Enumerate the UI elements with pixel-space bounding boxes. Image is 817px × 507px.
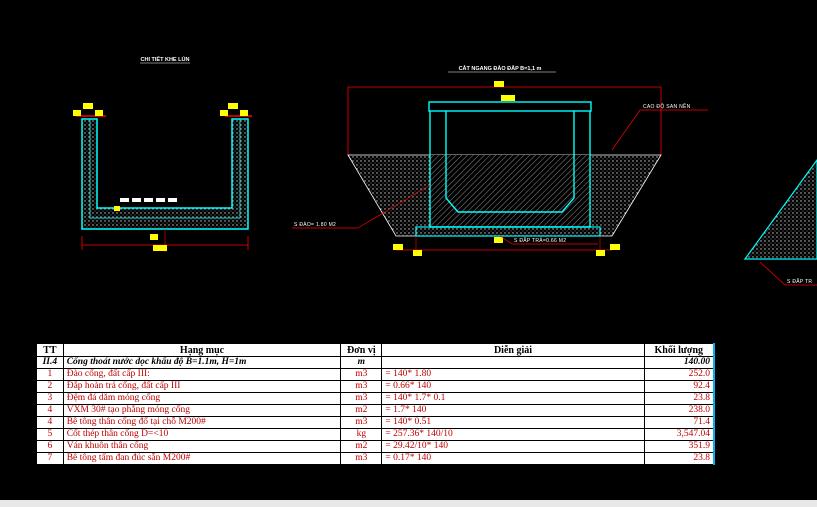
- cell-quantity: 23.8: [643, 452, 715, 465]
- header-tt: TT: [36, 343, 64, 357]
- cell-item: Cống thoát nước dọc khẩu độ B=1.1m, H=1m: [62, 356, 342, 369]
- cell-unit: m2: [340, 404, 383, 417]
- cell-item: Cốt thép thân cống D=<10: [62, 428, 342, 441]
- viewport-bottom-strip: [0, 500, 817, 507]
- detail-title: CHI TIẾT KHE LÚN: [141, 56, 190, 63]
- u-channel-detail: CHI TIẾT KHE LÚN: [73, 56, 252, 252]
- cell-explanation: = 140* 1.80: [381, 368, 645, 381]
- cell-item: Đào cống, đất cấp III:: [62, 368, 342, 381]
- header-unit: Đơn vị: [340, 343, 383, 357]
- cell-quantity: 238.0: [643, 404, 715, 417]
- cell-unit: m3: [340, 368, 383, 381]
- cell-item: Bê tông tấm đan đúc sẵn M200#: [62, 452, 342, 465]
- cell-item: Bê tông thân cống đổ tại chỗ M200#: [62, 416, 342, 429]
- cell-explanation: = 29.42/10* 140: [381, 440, 645, 453]
- callout-fill-area: S ĐẮP TRẢ=0.66 M2: [514, 236, 566, 244]
- table-row: 5 Cốt thép thân cống D=<10 kg = 257.36* …: [36, 428, 715, 441]
- cell-tt: II.4: [36, 356, 64, 369]
- table-row: 7 Bê tông tấm đan đúc sẵn M200# m3 = 0.1…: [36, 452, 715, 465]
- table-row: 4 Bê tông thân cống đổ tại chỗ M200# m3 …: [36, 416, 715, 429]
- cell-item: Đắp hoàn trả cống, đất cấp III: [62, 380, 342, 393]
- cell-tt: 4: [36, 416, 64, 429]
- cell-explanation: = 1.7* 140: [381, 404, 645, 417]
- cell-unit: kg: [340, 428, 383, 441]
- cell-quantity: 71.4: [643, 416, 715, 429]
- cell-quantity: 140.00: [643, 356, 715, 369]
- header-item: Hạng mục: [62, 343, 342, 357]
- cell-unit: m3: [340, 452, 383, 465]
- cell-unit: m3: [340, 380, 383, 393]
- cell-tt: 1: [36, 368, 64, 381]
- cross-section: CẮT NGANG ĐÀO ĐẮP B=1,1 m CAO ĐỘ SAN NỀN: [292, 64, 708, 256]
- cell-unit: m2: [340, 440, 383, 453]
- cell-quantity: 3,547.04: [643, 428, 715, 441]
- quantity-table: TT Hạng mục Đơn vị Diễn giải Khối lượng …: [36, 343, 715, 465]
- cell-tt: 4: [36, 404, 64, 417]
- cell-quantity: 351.9: [643, 440, 715, 453]
- cell-explanation: = 140* 0.51: [381, 416, 645, 429]
- table-row: 4 VXM 30# tạo phẳng móng cống m2 = 1.7* …: [36, 404, 715, 417]
- section-title: CẮT NGANG ĐÀO ĐẮP B=1,1 m: [459, 64, 542, 72]
- callout-fill-right: S ĐẮP TR: [787, 277, 812, 285]
- cell-item: Đệm đá dăm móng cống: [62, 392, 342, 405]
- cell-item: VXM 30# tạo phẳng móng cống: [62, 404, 342, 417]
- cell-explanation: = 0.17* 140: [381, 452, 645, 465]
- table-row: 2 Đắp hoàn trả cống, đất cấp III m3 = 0.…: [36, 380, 715, 393]
- header-quantity: Khối lượng: [643, 343, 715, 357]
- callout-ground-level: CAO ĐỘ SAN NỀN: [643, 103, 691, 110]
- cell-quantity: 92.4: [643, 380, 715, 393]
- cell-explanation: [381, 356, 645, 369]
- cell-unit: m3: [340, 416, 383, 429]
- cell-unit: m3: [340, 392, 383, 405]
- cell-tt: 5: [36, 428, 64, 441]
- cell-explanation: = 140* 1.7* 0.1: [381, 392, 645, 405]
- cell-quantity: 252.0: [643, 368, 715, 381]
- callout-dig-area: S ĐÀO= 1.80 M2: [294, 221, 336, 228]
- table-row: 6 Ván khuôn thân cống m2 = 29.42/10* 140…: [36, 440, 715, 453]
- cell-item: Ván khuôn thân cống: [62, 440, 342, 453]
- table-row: 3 Đệm đá dăm móng cống m3 = 140* 1.7* 0.…: [36, 392, 715, 405]
- cell-tt: 7: [36, 452, 64, 465]
- header-explanation: Diễn giải: [381, 343, 645, 357]
- cell-quantity: 23.8: [643, 392, 715, 405]
- table-header-row: TT Hạng mục Đơn vị Diễn giải Khối lượng: [36, 343, 715, 357]
- cell-tt: 6: [36, 440, 64, 453]
- cell-explanation: = 0.66* 140: [381, 380, 645, 393]
- table-row: 1 Đào cống, đất cấp III: m3 = 140* 1.80 …: [36, 368, 715, 381]
- cell-explanation: = 257.36* 140/10: [381, 428, 645, 441]
- table-group-row: II.4 Cống thoát nước dọc khẩu độ B=1.1m,…: [36, 356, 715, 369]
- cell-tt: 3: [36, 392, 64, 405]
- cell-tt: 2: [36, 380, 64, 393]
- partial-section-right: S ĐẮP TR: [743, 158, 817, 286]
- cell-unit: m: [340, 356, 383, 369]
